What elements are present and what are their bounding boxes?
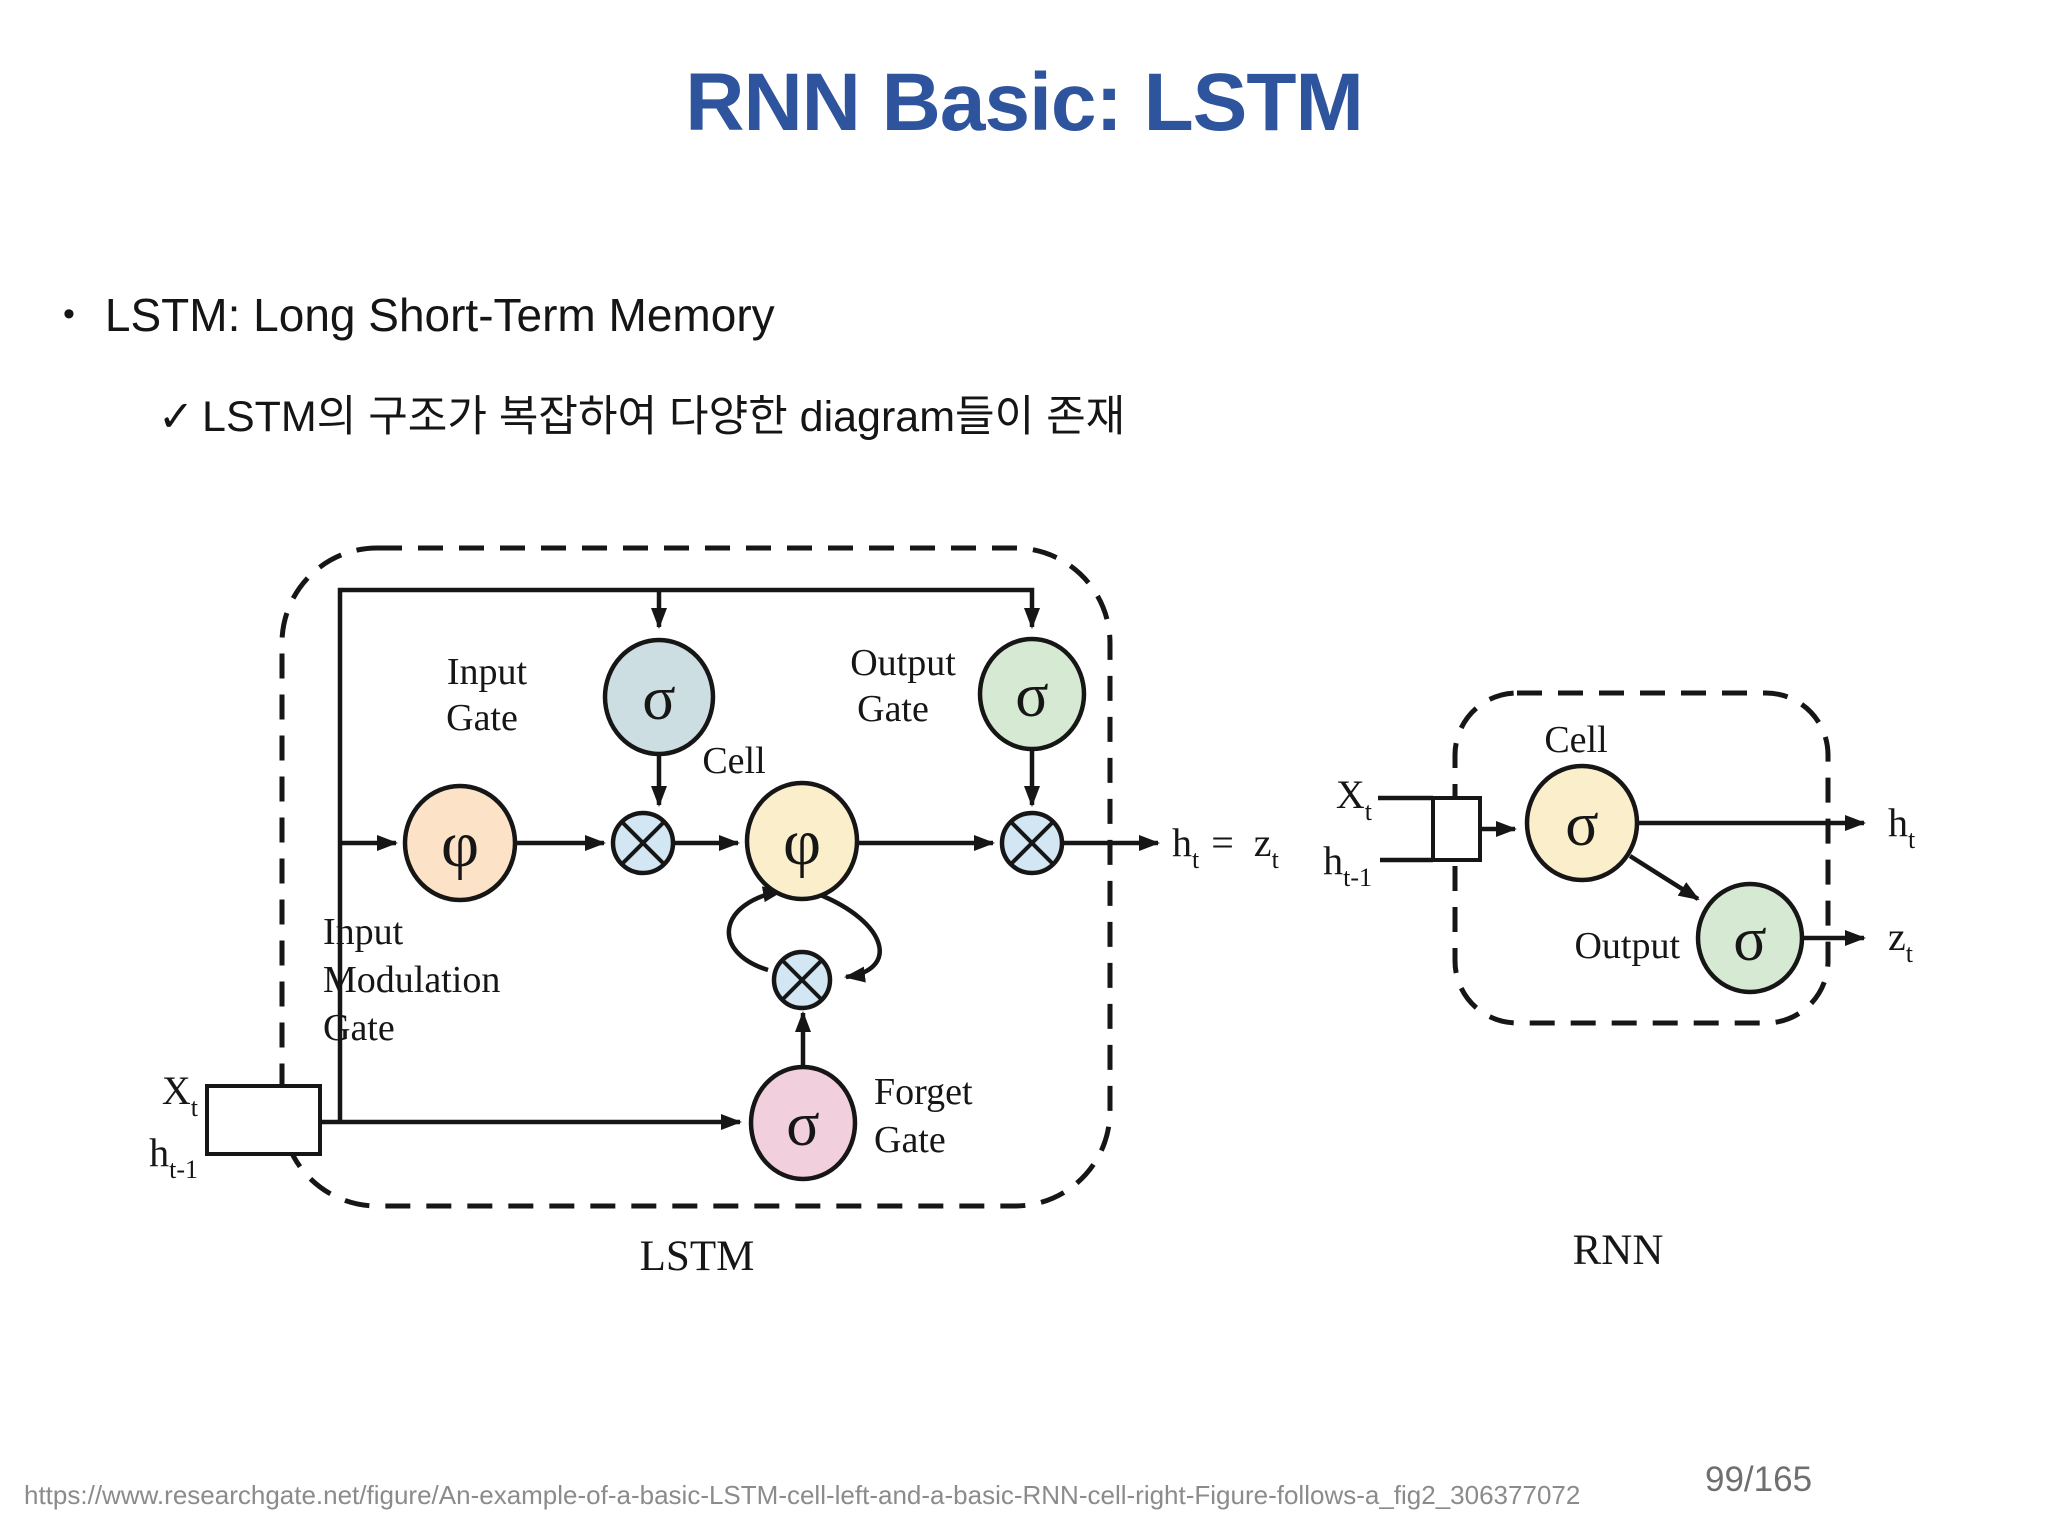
lstm-boundary bbox=[279, 545, 1113, 1209]
lstm-forget-gate-sigma: σ bbox=[786, 1091, 819, 1159]
lstm-loop-mult3-to-cell bbox=[726, 886, 784, 973]
lstm-input-gate-sigma: σ bbox=[642, 665, 675, 733]
lstm-output-equation: ht=zt bbox=[1172, 820, 1280, 874]
svg-text:Input: Input bbox=[323, 911, 404, 953]
svg-text:Gate: Gate bbox=[323, 1007, 395, 1049]
rnn-wire-cell-to-output bbox=[1628, 854, 1700, 901]
svg-text:Gate: Gate bbox=[446, 697, 518, 739]
rnn-input-x-label: Xt bbox=[1336, 772, 1373, 826]
rnn-input-h-label: ht-1 bbox=[1323, 838, 1372, 892]
lstm-cell-node bbox=[744, 780, 860, 902]
rnn-output-z-label: zt bbox=[1888, 914, 1914, 968]
rnn-cell-sigma: σ bbox=[1565, 791, 1598, 859]
source-url: https://www.researchgate.net/figure/An-e… bbox=[24, 1480, 1581, 1510]
check-text: LSTM의 구조가 복잡하여 다양한 diagram들이 존재 bbox=[202, 393, 1126, 441]
multiply-node-3 bbox=[771, 949, 833, 1011]
bullet-item: • LSTM: Long Short-Term Memory bbox=[63, 288, 775, 342]
svg-text:Input: Input bbox=[447, 651, 528, 693]
lstm-input-x-label: Xt bbox=[162, 1068, 199, 1122]
multiply-node-2 bbox=[999, 810, 1065, 876]
rnn-output-node bbox=[1695, 881, 1805, 995]
rnn-boundary bbox=[1452, 690, 1831, 1026]
lstm-forget-gate-label: Forget Gate bbox=[874, 1071, 973, 1161]
lstm-figure: σ σ φ φ σ Input Gate Output Gate Cell In… bbox=[149, 545, 1280, 1280]
rnn-input-merge-box bbox=[1431, 796, 1482, 862]
lstm-input-modulation-label: Input Modulation Gate bbox=[323, 911, 500, 1049]
lstm-input-h-label: ht-1 bbox=[149, 1130, 198, 1184]
page-title: RNN Basic: LSTM bbox=[685, 57, 1364, 148]
lstm-forget-gate-node bbox=[748, 1064, 858, 1182]
svg-text:Forget: Forget bbox=[874, 1071, 973, 1113]
page-number: 99/165 bbox=[1705, 1460, 1813, 1499]
rnn-caption: RNN bbox=[1573, 1227, 1664, 1274]
svg-text:Modulation: Modulation bbox=[323, 959, 500, 1001]
multiply-node-1 bbox=[610, 810, 676, 876]
svg-text:Output: Output bbox=[850, 642, 956, 684]
check-item: ✓ LSTM의 구조가 복잡하여 다양한 diagram들이 존재 bbox=[158, 382, 1125, 444]
bullet-icon: • bbox=[63, 295, 75, 333]
lstm-output-gate-label: Output Gate bbox=[850, 642, 956, 730]
lstm-recurrent-top-wire bbox=[337, 587, 1040, 1122]
lstm-input-merge-box bbox=[205, 1084, 322, 1156]
lstm-cell-label: Cell bbox=[702, 740, 765, 782]
rnn-output-sigma: σ bbox=[1733, 906, 1766, 974]
lstm-input-gate-node bbox=[602, 637, 716, 757]
lstm-cell-phi: φ bbox=[783, 806, 821, 879]
rnn-figure: σ σ Cell Output Xt ht-1 ht zt RNN bbox=[1323, 690, 1916, 1274]
rnn-cell-node bbox=[1524, 763, 1640, 883]
bullet-text: LSTM: Long Short-Term Memory bbox=[104, 289, 775, 341]
check-icon: ✓ bbox=[158, 393, 195, 441]
lstm-input-gate-label: Input Gate bbox=[446, 651, 527, 739]
lstm-input-modulation-phi: φ bbox=[441, 808, 479, 881]
lstm-loop-cell-to-mult3 bbox=[817, 891, 882, 983]
svg-text:Gate: Gate bbox=[857, 688, 929, 730]
lstm-caption: LSTM bbox=[640, 1233, 755, 1280]
lstm-output-gate-node bbox=[977, 636, 1087, 752]
rnn-cell-label: Cell bbox=[1544, 719, 1607, 761]
lstm-output-gate-sigma: σ bbox=[1015, 662, 1048, 730]
svg-text:Gate: Gate bbox=[874, 1119, 946, 1161]
rnn-output-label: Output bbox=[1574, 925, 1680, 967]
rnn-output-h-label: ht bbox=[1888, 800, 1916, 854]
lstm-input-modulation-node bbox=[402, 783, 518, 903]
